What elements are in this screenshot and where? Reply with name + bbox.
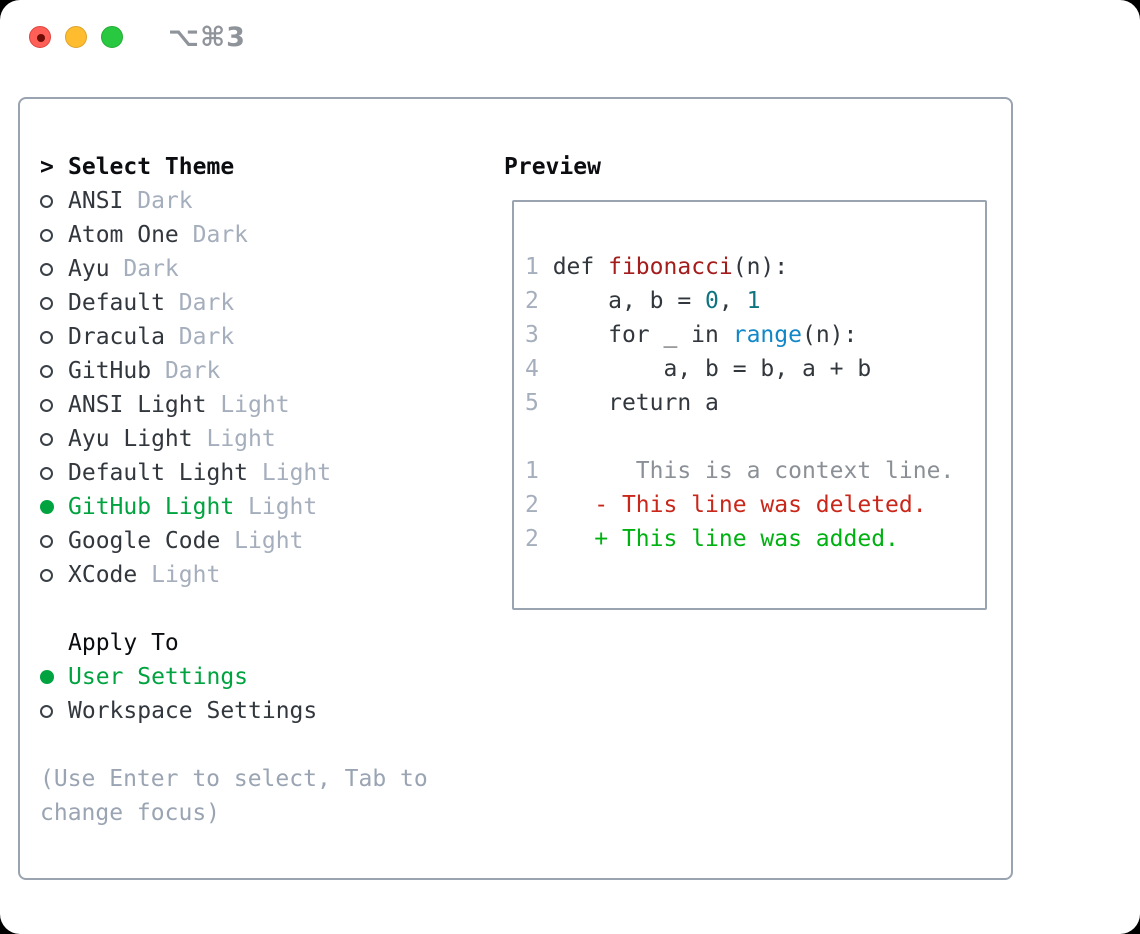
option-label: Workspace Settings: [68, 698, 318, 724]
option-tag: Dark: [192, 222, 249, 248]
radio-icon: [40, 466, 53, 480]
theme-option-default[interactable]: Default Dark: [40, 286, 470, 320]
preview-title: Preview: [504, 154, 601, 180]
preview-box: 1 def fibonacci(n): 2 a, b = 0, 1 3 for _ …: [512, 200, 987, 610]
option-label: ANSI Light: [68, 392, 221, 418]
theme-option-github-light[interactable]: GitHub Light Light: [40, 490, 470, 524]
theme-option-github[interactable]: GitHub Dark: [40, 354, 470, 388]
theme-list: ANSI Dark Atom One Dark Ayu Dark Default…: [40, 184, 470, 592]
radio-icon: [40, 228, 53, 242]
apply-option-user-settings[interactable]: User Settings: [40, 660, 470, 694]
radio-marker: [40, 466, 68, 480]
theme-option-ayu-light[interactable]: Ayu Light Light: [40, 422, 470, 456]
radio-icon: [40, 296, 53, 310]
radio-marker: [40, 500, 68, 514]
radio-marker: [40, 296, 68, 310]
radio-marker: [40, 670, 68, 684]
zoom-icon[interactable]: [101, 26, 123, 48]
radio-icon: [40, 398, 53, 412]
radio-marker: [40, 534, 68, 548]
radio-marker: [40, 364, 68, 378]
option-tag: Light: [206, 426, 276, 452]
radio-icon: [40, 364, 53, 378]
theme-option-default-light[interactable]: Default Light Light: [40, 456, 470, 490]
apply-option-workspace-settings[interactable]: Workspace Settings: [40, 694, 470, 728]
radio-icon: [40, 670, 54, 684]
code-line: 2 - This line was deleted.: [525, 492, 927, 518]
option-label: ANSI: [68, 188, 138, 214]
theme-option-ansi-light[interactable]: ANSI Light Light: [40, 388, 470, 422]
option-tag: Light: [248, 494, 318, 520]
code-line: 4 a, b = b, a + b: [525, 356, 872, 382]
theme-option-ansi[interactable]: ANSI Dark: [40, 184, 470, 218]
option-tag: Light: [151, 562, 221, 588]
chevron-right-icon: >: [40, 154, 54, 180]
close-icon[interactable]: [29, 26, 51, 48]
radio-icon: [40, 704, 53, 718]
radio-icon: [40, 500, 54, 514]
radio-marker: [40, 194, 68, 208]
radio-icon: [40, 194, 53, 208]
option-tag: Dark: [123, 256, 179, 282]
radio-marker: [40, 330, 68, 344]
select-theme-header: > Select Theme: [40, 150, 470, 184]
option-label: Atom One: [68, 222, 193, 248]
radio-marker: [40, 432, 68, 446]
option-label: Dracula: [68, 324, 179, 350]
code-line: [525, 420, 985, 454]
radio-icon: [40, 432, 53, 446]
code-line: 1 def fibonacci(n):: [525, 254, 789, 280]
option-label: XCode: [68, 562, 152, 588]
keyboard-hint: (Use Enter to select, Tab to change focu…: [40, 766, 428, 826]
option-tag: Dark: [137, 188, 193, 214]
theme-option-xcode[interactable]: XCode Light: [40, 558, 470, 592]
option-label: GitHub: [68, 358, 165, 384]
option-tag: Dark: [164, 358, 221, 384]
code-preview: 1 def fibonacci(n): 2 a, b = 0, 1 3 for _ …: [514, 202, 985, 556]
code-line: 3 for _ in range(n):: [525, 322, 858, 348]
option-tag: Light: [234, 528, 304, 554]
minimize-icon[interactable]: [65, 26, 87, 48]
theme-list-column: > Select Theme ANSI Dark Atom One Dark A…: [40, 150, 470, 830]
code-line: 5 return a: [525, 390, 719, 416]
code-line: 2 a, b = 0, 1: [525, 288, 761, 314]
option-tag: Dark: [178, 290, 235, 316]
select-theme-title: Select Theme: [68, 154, 235, 180]
radio-marker: [40, 228, 68, 242]
option-label: Default: [68, 290, 179, 316]
theme-option-google-code[interactable]: Google Code Light: [40, 524, 470, 558]
option-label: GitHub Light: [68, 494, 249, 520]
radio-marker: [40, 568, 68, 582]
option-label: User Settings: [68, 664, 249, 690]
radio-icon: [40, 534, 53, 548]
code-line: 2 + This line was added.: [525, 526, 899, 552]
theme-picker-panel: > Select Theme ANSI Dark Atom One Dark A…: [18, 97, 1013, 880]
apply-to-header: Apply To: [40, 626, 470, 660]
spacer: [40, 592, 470, 626]
option-label: Default Light: [68, 460, 262, 486]
theme-option-atom-one[interactable]: Atom One Dark: [40, 218, 470, 252]
radio-icon: [40, 262, 53, 276]
option-label: Ayu Light: [68, 426, 207, 452]
option-label: Google Code: [68, 528, 235, 554]
option-tag: Dark: [178, 324, 235, 350]
code-line: 1 This is a context line.: [525, 458, 955, 484]
apply-to-list: User Settings Workspace Settings: [40, 660, 470, 728]
radio-marker: [40, 704, 68, 718]
radio-icon: [40, 330, 53, 344]
radio-marker: [40, 398, 68, 412]
option-tag: Light: [261, 460, 332, 486]
theme-option-dracula[interactable]: Dracula Dark: [40, 320, 470, 354]
radio-icon: [40, 568, 53, 582]
apply-to-title: Apply To: [68, 630, 179, 656]
window-title: ⌥⌘3: [168, 22, 246, 53]
radio-marker: [40, 262, 68, 276]
theme-option-ayu[interactable]: Ayu Dark: [40, 252, 470, 286]
option-tag: Light: [220, 392, 290, 418]
option-label: Ayu: [68, 256, 124, 282]
header-marker: >: [40, 150, 68, 184]
titlebar: ⌥⌘3: [0, 0, 1140, 74]
